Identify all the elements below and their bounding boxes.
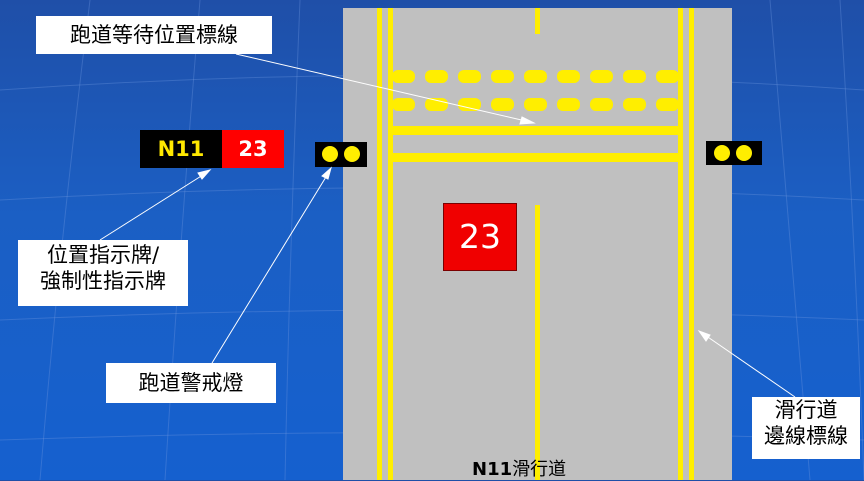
taxiway-name-label: N11滑行道 [472, 455, 566, 481]
holding-position-marking-label: 跑道等待位置標線 [36, 16, 272, 54]
runway-guard-light-left [315, 142, 367, 167]
edge-label-line2: 邊線標線 [764, 424, 848, 448]
mandatory-sign-text: 23 [222, 130, 284, 168]
taxiway-suffix: 滑行道 [512, 459, 567, 480]
holding-position-solid-lines [388, 126, 683, 162]
sign-type-label: 位置指示牌/ 強制性指示牌 [18, 240, 188, 306]
holding-position-dashes [392, 70, 679, 111]
ground-mandatory-sign: 23 [443, 203, 517, 271]
location-sign-text: N11 [140, 130, 222, 168]
guard-lights-label-text: 跑道警戒燈 [138, 371, 244, 395]
taxiway-name: N11 [472, 459, 513, 480]
edge-label-line1: 滑行道 [774, 398, 838, 422]
runway-guard-lights-label: 跑道警戒燈 [106, 363, 276, 403]
centerline [535, 8, 540, 480]
sign-label-line1: 位置指示牌/ [46, 243, 160, 267]
taxiway-edge-lines [377, 8, 694, 480]
holding-position-label-text: 跑道等待位置標線 [70, 23, 238, 47]
taxiway-edge-marking-label: 滑行道 邊線標線 [752, 397, 860, 459]
leader-arrows [99, 53, 796, 398]
location-mandatory-sign: N11 23 [140, 130, 284, 168]
sign-label-line2: 強制性指示牌 [40, 269, 166, 293]
runway-guard-light-right [706, 141, 762, 165]
